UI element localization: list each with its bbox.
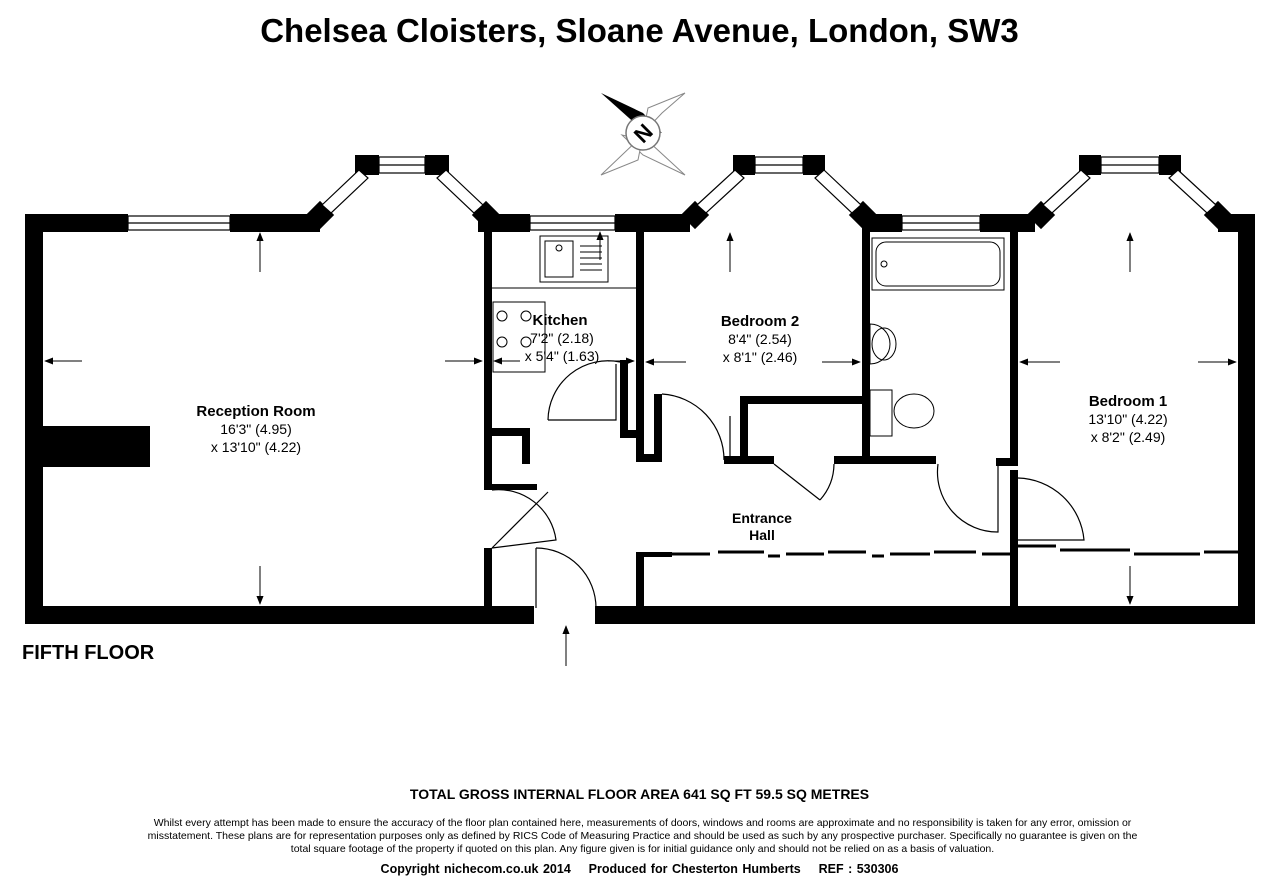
bedroom2-dim1: 8'4" (2.54) xyxy=(728,331,792,347)
bedroom1-dim2: x 8'2" (2.49) xyxy=(1091,429,1166,445)
entrance-hall-line2: Hall xyxy=(749,527,775,543)
kitchen-dim1: 7'2" (2.18) xyxy=(530,330,594,346)
door-swings xyxy=(491,360,1085,609)
room-labels: Reception Room 16'3" (4.95) x 13'10" (4.… xyxy=(196,312,1167,543)
copyright: Copyright nichecom.co.uk 2014 Produced f… xyxy=(380,862,899,876)
outer-walls xyxy=(25,155,1255,624)
dimension-arrows xyxy=(44,231,1237,666)
disclaimer: Whilst every attempt has been made to en… xyxy=(147,817,1138,855)
interior-walls xyxy=(484,230,1018,608)
total-area: TOTAL GROSS INTERNAL FLOOR AREA 641 SQ F… xyxy=(409,786,870,802)
reception-room-dim2: x 13'10" (4.22) xyxy=(211,439,301,455)
kitchen-fittings xyxy=(492,235,636,373)
compass-rose: N xyxy=(600,92,686,176)
entrance-hall-line1: Entrance xyxy=(732,510,792,526)
floor-label: FIFTH FLOOR xyxy=(22,642,155,664)
bedroom2-dim2: x 8'1" (2.46) xyxy=(723,349,798,365)
windows xyxy=(127,156,1217,231)
kitchen-dim2: x 5'4" (1.63) xyxy=(525,348,600,364)
kitchen-name: Kitchen xyxy=(532,312,587,329)
bathroom-fittings xyxy=(869,237,1005,437)
toilet-icon xyxy=(869,389,893,437)
plan-title: Chelsea Cloisters, Sloane Avenue, London… xyxy=(260,12,1019,49)
bedroom1-name: Bedroom 1 xyxy=(1089,393,1167,410)
bedroom1-dim1: 13'10" (4.22) xyxy=(1088,411,1167,427)
reception-room-dim1: 16'3" (4.95) xyxy=(220,421,291,437)
bath-icon xyxy=(871,237,1005,291)
sink-icon xyxy=(539,235,609,283)
washbasin-icon xyxy=(869,323,891,365)
hob-icon xyxy=(492,301,546,373)
wardrobe-doors xyxy=(672,544,1238,558)
bedroom2-name: Bedroom 2 xyxy=(721,313,799,330)
reception-room-name: Reception Room xyxy=(196,403,315,420)
